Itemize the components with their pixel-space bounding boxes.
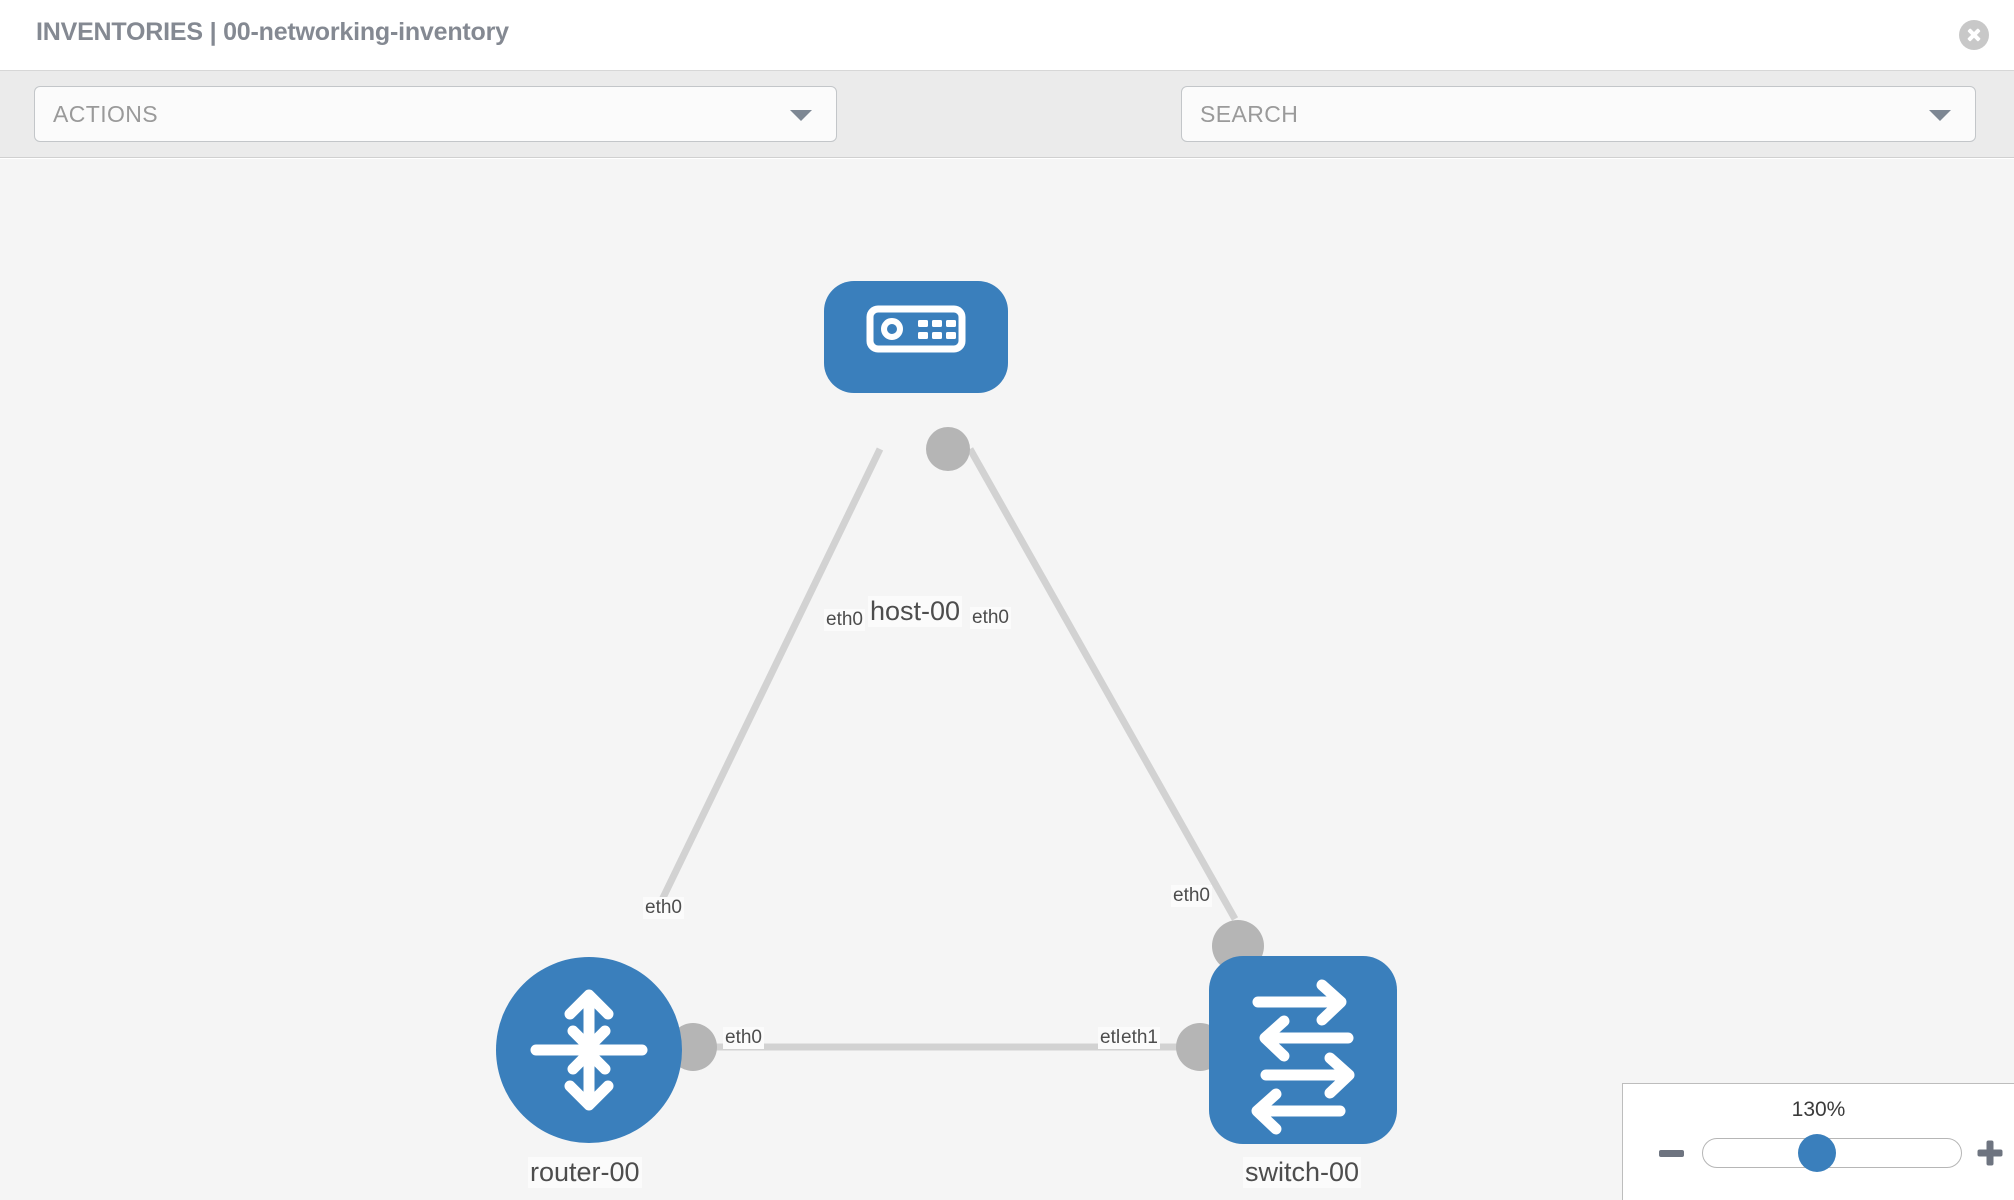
chevron-down-icon — [1929, 110, 1951, 121]
switch-arrows-icon — [1251, 979, 1355, 1135]
endpoint-knob — [926, 427, 970, 471]
node-label-switch-00: switch-00 — [1243, 1157, 1362, 1188]
iface-label: eth0 — [1171, 885, 1212, 907]
iface-label: eth0 — [970, 607, 1011, 629]
actions-dropdown-label: ACTIONS — [53, 101, 159, 127]
zoom-control: 130% — [1622, 1083, 2014, 1200]
server-icon — [866, 305, 966, 353]
zoom-slider-thumb[interactable] — [1798, 1134, 1836, 1172]
actions-dropdown[interactable]: ACTIONS — [34, 86, 837, 142]
node-host-00 — [824, 281, 1008, 393]
search-placeholder: SEARCH — [1200, 101, 1299, 127]
link-host-switch — [966, 447, 1239, 921]
topology-graph — [496, 281, 1397, 1144]
topology-canvas[interactable]: eth0 eth0 eth0 eth0 eth0 eth eth1 host-0… — [0, 159, 2014, 1200]
node-label-router-00: router-00 — [528, 1157, 642, 1188]
minus-icon[interactable] — [1659, 1150, 1684, 1157]
search-input[interactable]: SEARCH — [1181, 86, 1976, 142]
iface-label: eth0 — [824, 609, 865, 631]
page-title: INVENTORIES | 00-networking-inventory — [36, 18, 509, 46]
iface-label: eth1 — [1119, 1027, 1160, 1049]
node-switch-00 — [1209, 956, 1397, 1144]
iface-label: eth0 — [723, 1027, 764, 1049]
page-header: INVENTORIES | 00-networking-inventory — [0, 0, 2014, 70]
chevron-down-icon — [790, 110, 812, 121]
zoom-percent-label: 130% — [1791, 1098, 1846, 1121]
node-label-host-00: host-00 — [868, 596, 963, 627]
topology-endpoints — [669, 427, 1264, 1071]
toolbar: ACTIONS SEARCH — [0, 70, 2014, 202]
topology-links — [656, 447, 1239, 1051]
router-arrows-icon — [530, 989, 648, 1111]
plus-icon[interactable] — [1975, 1138, 2004, 1167]
link-host-router — [656, 447, 884, 906]
close-icon[interactable] — [1959, 20, 1989, 50]
node-router-00 — [496, 957, 682, 1143]
iface-label: eth0 — [643, 897, 684, 919]
